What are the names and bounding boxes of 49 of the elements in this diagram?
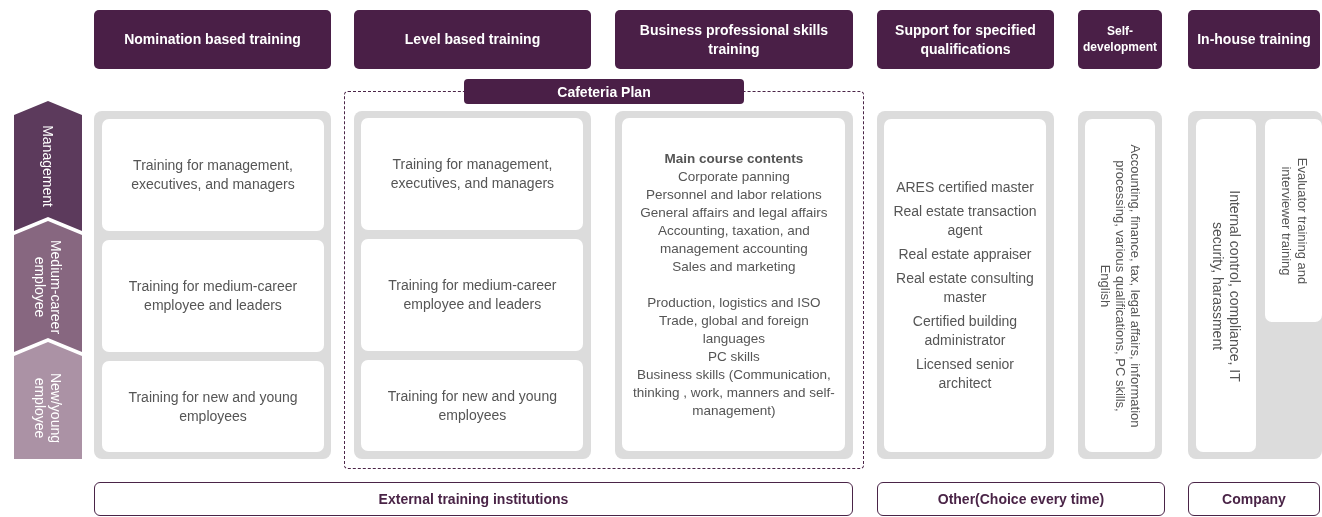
content-card: [622, 118, 846, 452]
content-card: [102, 240, 324, 352]
level-label: New/young employee: [32, 371, 64, 445]
category-header: Business professional skills training: [615, 10, 853, 69]
card-text: Internal control, compliance, IT security, harassment: [1209, 188, 1243, 384]
course-item: Production, logistics and ISO: [647, 293, 821, 312]
category-header: Self-development: [1078, 10, 1162, 69]
course-item: Accounting, taxation, and management accounting: [657, 221, 811, 258]
card-text: Training for medium-career employee and leaders: [127, 277, 299, 315]
qualification-item: Real estate transaction agent: [892, 202, 1038, 240]
content-card: [884, 119, 1046, 452]
course-item: Trade, global and foreign languages: [658, 311, 810, 348]
content-card: [1085, 119, 1155, 452]
category-header: Nomination based training: [94, 10, 331, 69]
course-heading: Main course contents: [664, 149, 804, 168]
category-header: In-house training: [1188, 10, 1320, 69]
card-text: Evaluator training and interviewer training: [1277, 156, 1310, 286]
course-item: Sales and marketing: [672, 257, 796, 276]
category-header: Level based training: [354, 10, 591, 69]
provider-label: External training institutions: [94, 482, 853, 516]
card-text: Training for new and young employees: [127, 387, 299, 426]
category-header: Support for specified qualifications: [877, 10, 1054, 69]
level-label: Management: [40, 124, 56, 209]
qualification-item: Real estate appraiser: [898, 245, 1032, 264]
card-text: Training for medium-career employee and leaders: [387, 276, 558, 315]
content-card: [361, 118, 584, 231]
content-card: [1196, 119, 1256, 452]
card-text: Training for management, executives, and managers: [389, 155, 556, 194]
level-label: Medium-career employee: [32, 238, 64, 336]
qualification-item: Certified building administrator: [911, 312, 1019, 350]
qualification-item: Real estate consulting master: [895, 269, 1035, 307]
qualification-item: Licensed senior architect: [914, 355, 1016, 393]
course-item: General affairs and legal affairs: [640, 203, 828, 222]
content-card: [102, 119, 324, 231]
card-text: Training for management, executives, and managers: [130, 156, 296, 194]
course-item: Business skills (Communication, thinking , work, manners and self-management): [631, 365, 836, 420]
qualification-item: ARES certified master: [896, 178, 1034, 197]
content-card: [361, 239, 584, 352]
provider-label: Other(Choice every time): [877, 482, 1165, 516]
content-card: [1265, 119, 1322, 322]
course-item: PC skills: [708, 347, 760, 366]
course-item: Corporate panning: [677, 167, 790, 186]
provider-label: Company: [1188, 482, 1320, 516]
content-card: [361, 360, 584, 452]
group-label-tag: Cafeteria Plan: [464, 79, 744, 104]
card-text: Accounting, finance, tax, legal affairs, information processing, various qualifications, PC skills, English: [1097, 143, 1143, 428]
card-text: Training for new and young employees: [386, 386, 558, 425]
course-item: Personnel and labor relations: [646, 185, 822, 204]
content-card: [102, 361, 324, 452]
